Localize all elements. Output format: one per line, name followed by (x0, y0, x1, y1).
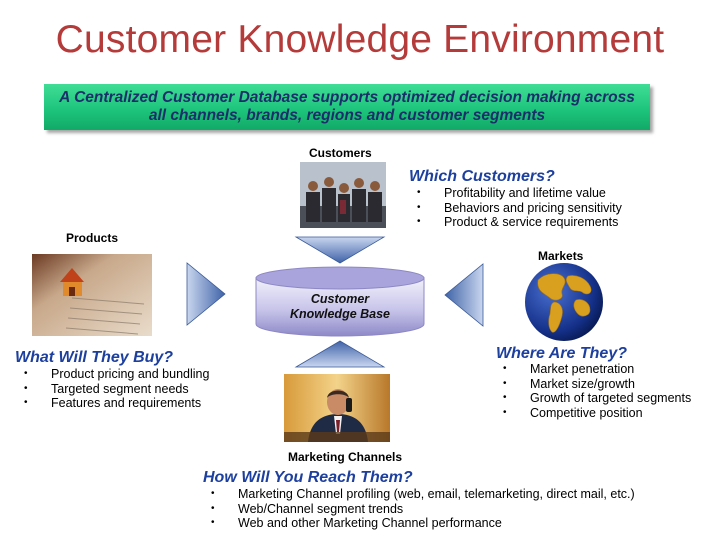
arrow-down-icon (294, 236, 386, 264)
products-label: Products (66, 231, 119, 245)
channels-bullet: Web/Channel segment trends (211, 502, 635, 517)
products-bullet: Targeted segment needs (24, 382, 209, 397)
markets-question: Where Are They? (496, 345, 627, 362)
channels-bullet: Web and other Marketing Channel performa… (211, 516, 635, 531)
banner-text: A Centralized Customer Database supports… (59, 89, 635, 124)
summary-banner: A Centralized Customer Database supports… (44, 84, 650, 130)
channels-bullet-list: Marketing Channel profiling (web, email,… (211, 487, 635, 531)
markets-label: Markets (538, 249, 584, 263)
markets-bullet: Growth of targeted segments (503, 391, 691, 406)
products-bullet: Features and requirements (24, 396, 209, 411)
arrow-left-icon (444, 262, 484, 328)
page-title: Customer Knowledge Environment (55, 18, 665, 61)
knowledge-base-cylinder (254, 266, 426, 338)
arrow-up-icon (294, 340, 386, 368)
channels-photo (284, 374, 390, 442)
markets-bullet: Market size/growth (503, 377, 691, 392)
products-bullet: Product pricing and bundling (24, 367, 209, 382)
channels-question: How Will You Reach Them? (203, 469, 413, 486)
arrow-right-icon (186, 261, 226, 327)
channels-label: Marketing Channels (288, 450, 403, 464)
markets-bullet: Competitive position (503, 406, 691, 421)
channels-bullet: Marketing Channel profiling (web, email,… (211, 487, 635, 502)
markets-bullet-list: Market penetration Market size/growth Gr… (503, 362, 691, 420)
knowledge-base-label: Customer Knowledge Base (289, 292, 391, 321)
customers-label: Customers (309, 146, 372, 160)
customers-bullet: Behaviors and pricing sensitivity (417, 201, 622, 216)
customers-question: Which Customers? (409, 168, 555, 185)
products-question: What Will They Buy? (15, 349, 174, 366)
globe-icon (524, 262, 604, 342)
customers-photo (300, 162, 386, 228)
markets-bullet: Market penetration (503, 362, 691, 377)
products-bullet-list: Product pricing and bundling Targeted se… (24, 367, 209, 411)
customers-bullet: Profitability and lifetime value (417, 186, 622, 201)
customers-bullet: Product & service requirements (417, 215, 622, 230)
customers-bullet-list: Profitability and lifetime value Behavio… (417, 186, 622, 230)
products-photo (32, 254, 152, 336)
